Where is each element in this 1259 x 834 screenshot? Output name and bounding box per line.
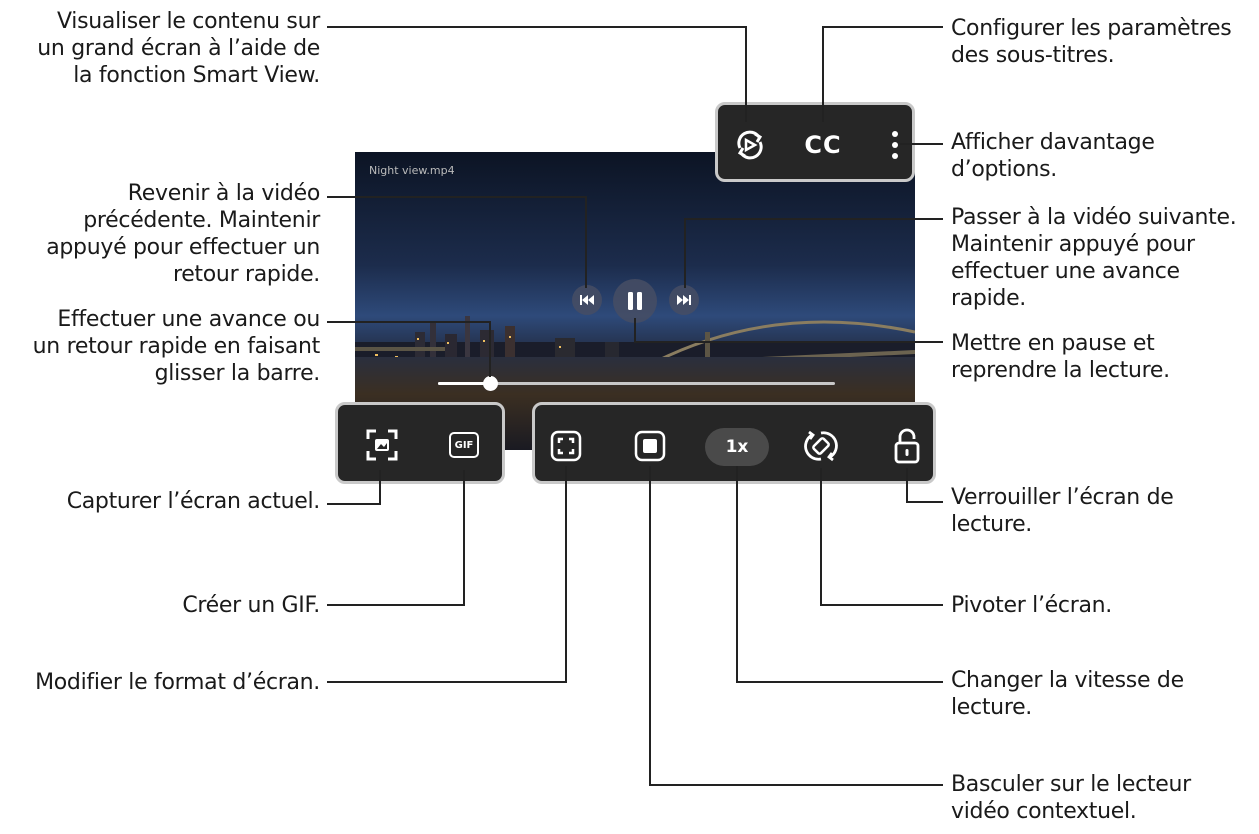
- callout-capture: Capturer l’écran actuel.: [66, 489, 321, 514]
- leader-line: [463, 470, 465, 606]
- leader-line: [745, 26, 747, 122]
- callout-ratio: Modifier le format d’écran.: [35, 670, 320, 695]
- leader-line: [684, 218, 943, 220]
- leader-line: [379, 470, 381, 505]
- cc-icon: CC: [804, 131, 842, 159]
- callout-speed: Changer la vitesse de lecture.: [951, 668, 1184, 720]
- rotate-button[interactable]: [801, 425, 841, 467]
- leader-line: [327, 604, 465, 606]
- capture-button[interactable]: [360, 423, 404, 467]
- more-options-button[interactable]: [883, 123, 907, 167]
- leader-line: [900, 143, 943, 145]
- leader-line: [906, 501, 943, 503]
- callout-more-options: Afficher davantage d’options.: [951, 130, 1155, 182]
- gif-icon: GIF: [449, 432, 479, 458]
- callout-popup: Basculer sur le lecteur vidéo contextuel…: [951, 772, 1191, 824]
- leader-line: [327, 321, 491, 323]
- callout-smart-view: Visualiser le contenu sur un grand écran…: [37, 9, 320, 88]
- next-button[interactable]: [669, 285, 699, 315]
- more-options-icon: [892, 131, 898, 159]
- video-file-name: Night view.mp4: [369, 164, 455, 177]
- leader-line: [634, 341, 943, 343]
- callout-seek: Effectuer une avance ou un retour rapide…: [32, 307, 321, 386]
- leader-line: [736, 681, 943, 683]
- gif-button[interactable]: GIF: [442, 423, 486, 467]
- callout-rotate: Pivoter l’écran.: [951, 593, 1112, 618]
- leader-line: [327, 26, 747, 28]
- leader-line: [565, 466, 567, 683]
- capture-panel: GIF: [335, 402, 505, 484]
- popup-player-icon: [634, 430, 666, 462]
- smart-view-button[interactable]: [728, 123, 772, 167]
- top-controls-panel: CC: [715, 102, 915, 182]
- leader-line: [327, 503, 381, 505]
- previous-icon: [580, 295, 594, 305]
- leader-line: [820, 468, 822, 606]
- leader-line: [634, 318, 636, 343]
- seek-bar-fill: [438, 382, 490, 385]
- lock-icon: [894, 428, 920, 464]
- leader-line: [820, 604, 943, 606]
- leader-line: [327, 196, 587, 198]
- pause-icon: [628, 292, 642, 310]
- callout-previous: Revenir à la vidéo précédente. Maintenir…: [46, 181, 320, 287]
- leader-line: [684, 218, 686, 288]
- callout-next: Passer à la vidéo suivante. Maintenir ap…: [951, 205, 1237, 311]
- leader-line: [822, 26, 943, 28]
- callout-subtitles: Configurer les paramètres des sous-titre…: [951, 16, 1232, 68]
- captions-button[interactable]: CC: [796, 123, 850, 167]
- callout-gif: Créer un GIF.: [182, 593, 320, 618]
- pause-button[interactable]: [613, 279, 657, 323]
- leader-line: [489, 321, 491, 377]
- screen-ratio-icon: [550, 430, 582, 462]
- leader-line: [327, 681, 567, 683]
- popup-player-button[interactable]: [631, 427, 669, 465]
- leader-line: [585, 196, 587, 288]
- playback-speed-button[interactable]: 1x: [705, 428, 769, 466]
- callout-lock: Verrouiller l’écran de lecture.: [951, 485, 1174, 537]
- leader-line: [906, 468, 908, 503]
- seek-bar[interactable]: [438, 376, 835, 391]
- rotate-icon: [804, 430, 838, 462]
- leader-line: [649, 466, 651, 786]
- seek-bar-thumb[interactable]: [482, 376, 498, 391]
- previous-button[interactable]: [572, 285, 602, 315]
- smart-view-icon: [737, 130, 763, 160]
- lock-button[interactable]: [889, 424, 925, 468]
- leader-line: [822, 26, 824, 122]
- leader-line: [649, 784, 943, 786]
- capture-icon: [366, 429, 398, 461]
- callout-pause: Mettre en pause et reprendre la lecture.: [951, 331, 1170, 383]
- next-icon: [677, 295, 691, 305]
- screen-ratio-button[interactable]: [547, 427, 585, 465]
- leader-line: [736, 466, 738, 683]
